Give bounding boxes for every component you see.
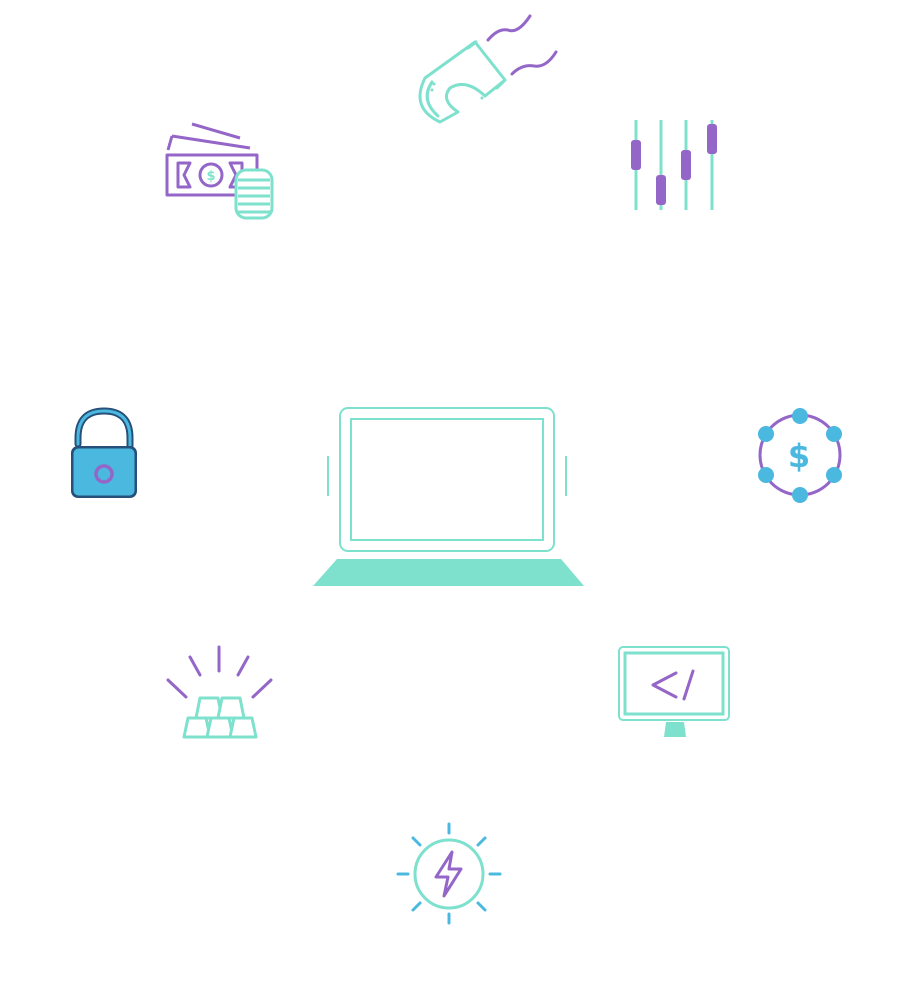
open-padlock-icon — [71, 407, 137, 498]
gold-bars-icon — [166, 645, 273, 739]
laptop-icon — [313, 407, 584, 586]
cash-coins-icon: $ — [165, 122, 274, 220]
svg-text:$: $ — [206, 169, 215, 184]
magnet-icon — [418, 14, 558, 124]
candlestick-chart-icon — [631, 120, 717, 210]
svg-text:$: $ — [788, 437, 810, 475]
crypto-network-dollar-icon: $ — [758, 408, 842, 503]
code-monitor-icon — [618, 646, 730, 737]
lightning-energy-icon — [396, 822, 502, 925]
